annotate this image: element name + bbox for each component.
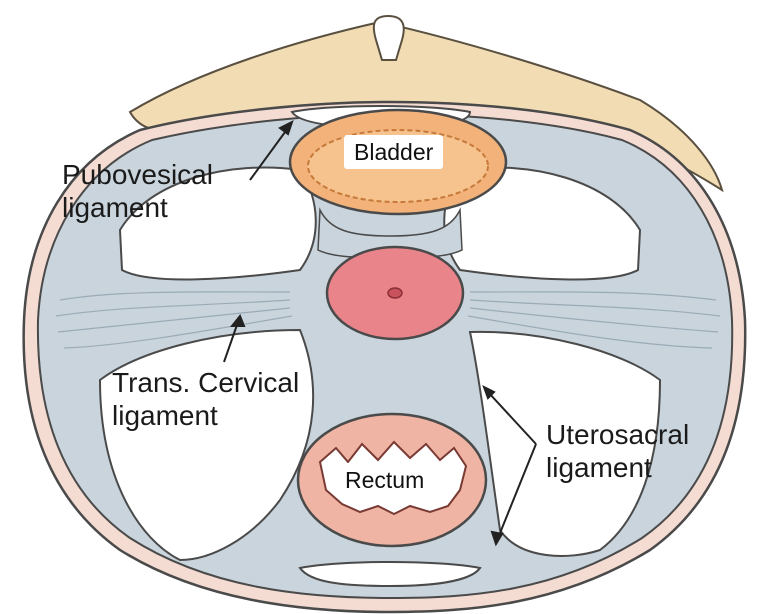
trans-cervical-ligament-label: Trans. Cervical ligament — [112, 366, 299, 432]
trans-cervical-line-2: ligament — [112, 400, 218, 431]
uterosacral-arrow-upper — [482, 384, 537, 445]
trans-cervical-line-1: Trans. Cervical — [112, 367, 300, 398]
pubovesical-line-1: Pubovesical — [62, 159, 213, 190]
presacral-space — [298, 561, 482, 588]
pubovesical-ligament-label: Pubovesical ligament — [62, 158, 213, 224]
right-posterior-space — [468, 330, 662, 557]
pubic-symphysis — [372, 14, 405, 61]
rectum-label: Rectum — [335, 463, 435, 497]
uterosacral-arrow-lower — [490, 443, 537, 547]
pubovesical-line-2: ligament — [62, 192, 168, 223]
right-anterior-space — [443, 166, 642, 281]
bladder-label: Bladder — [344, 135, 444, 169]
fascia-striations — [55, 291, 721, 349]
uterosacral-line-1: Uterosacral — [546, 419, 690, 450]
cervical-os — [387, 287, 403, 299]
trans-cervical-arrow — [223, 314, 246, 363]
uterosacral-line-2: ligament — [546, 452, 652, 483]
left-posterior-space — [98, 328, 315, 562]
uterosacral-ligament-label: Uterosacral ligament — [546, 418, 689, 484]
left-anterior-space — [118, 166, 317, 281]
pubovesical-arrow — [249, 120, 294, 181]
